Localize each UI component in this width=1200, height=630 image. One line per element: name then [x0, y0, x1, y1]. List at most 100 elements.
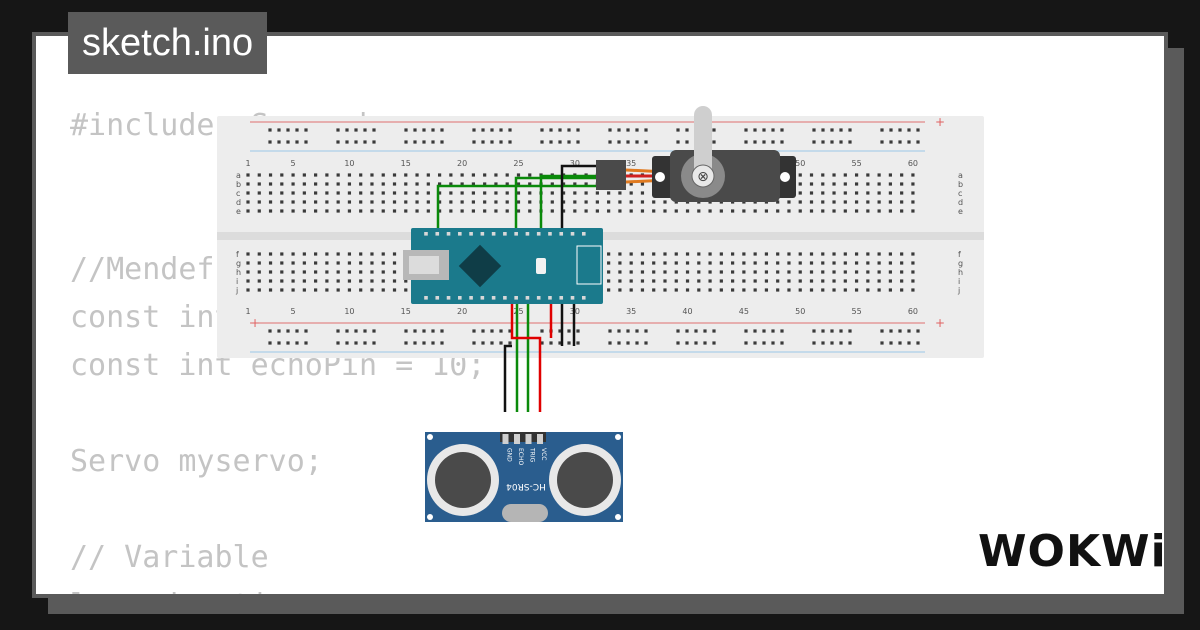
column-number: 15 — [401, 307, 411, 316]
nano-pin[interactable] — [469, 232, 473, 236]
arduino-nano[interactable] — [403, 228, 603, 304]
column-number: 35 — [626, 159, 636, 168]
column-number: 45 — [739, 307, 749, 316]
nano-pin[interactable] — [570, 296, 575, 300]
file-tab[interactable]: sketch.ino — [68, 12, 268, 74]
wokwi-logo: WOKWi — [978, 526, 1167, 577]
column-number: 55 — [851, 159, 861, 168]
sensor-pin[interactable] — [502, 434, 509, 444]
nano-pin[interactable] — [548, 232, 552, 236]
nano-pin[interactable] — [480, 296, 485, 300]
nano-pin[interactable] — [536, 232, 541, 236]
nano-pin[interactable] — [503, 232, 507, 236]
nano-pin[interactable] — [525, 232, 530, 236]
sensor-label: HC-SR04 — [506, 481, 546, 491]
row-label: c — [958, 189, 962, 198]
nano-pin[interactable] — [435, 232, 440, 236]
column-number: 55 — [851, 307, 861, 316]
row-label: f — [958, 250, 961, 259]
column-number: 15 — [401, 159, 411, 168]
row-label: j — [957, 286, 960, 295]
servo-motor[interactable]: ⊗ — [596, 106, 796, 202]
column-number: 20 — [457, 307, 467, 316]
column-number: 5 — [291, 159, 296, 168]
servo-connector — [596, 160, 626, 190]
nano-pin[interactable] — [435, 296, 440, 300]
rail-plus-label: + — [935, 115, 945, 129]
sensor-pin[interactable] — [537, 434, 543, 444]
column-number: 10 — [344, 159, 354, 168]
nano-pin[interactable] — [559, 232, 564, 236]
nano-pin[interactable] — [503, 296, 507, 300]
column-number: 30 — [570, 159, 580, 168]
column-number: 50 — [795, 307, 805, 316]
wire-sensor-vcc — [510, 300, 542, 412]
column-number: 20 — [457, 159, 467, 168]
nano-pin[interactable] — [559, 296, 564, 300]
nano-pin[interactable] — [548, 296, 552, 300]
column-number: 5 — [291, 307, 296, 316]
reset-button[interactable] — [536, 258, 546, 274]
hc-sr04-sensor[interactable]: HC-SR04 VCC TRIG ECHO GND — [425, 432, 623, 522]
row-label: b — [236, 180, 241, 189]
mcu-chip — [458, 244, 502, 288]
wire-green-2 — [514, 176, 598, 236]
nano-pin[interactable] — [570, 232, 575, 236]
row-label: h — [958, 268, 963, 277]
row-label: d — [236, 198, 241, 207]
row-label: c — [236, 189, 240, 198]
servo-screw-icon: ⊗ — [697, 169, 709, 185]
sensor-pin-label: GND — [506, 448, 513, 462]
nano-pin[interactable] — [458, 232, 462, 236]
wire-sensor-gnd — [503, 344, 512, 412]
nano-pin[interactable] — [491, 232, 496, 236]
row-label: g — [236, 259, 241, 268]
nano-pin[interactable] — [514, 232, 518, 236]
column-number: 25 — [513, 307, 523, 316]
row-label: g — [958, 259, 963, 268]
column-number: 10 — [344, 307, 354, 316]
row-label: e — [236, 207, 241, 216]
row-label: b — [958, 180, 963, 189]
nano-pin[interactable] — [469, 296, 473, 300]
nano-pin[interactable] — [480, 232, 485, 236]
sensor-pin-label: TRIG — [529, 447, 536, 463]
nano-pin[interactable] — [446, 232, 451, 236]
nano-pin[interactable] — [458, 296, 462, 300]
nano-pin[interactable] — [525, 296, 530, 300]
row-label: j — [235, 286, 238, 295]
sensor-pin-label: ECHO — [517, 448, 524, 465]
nano-pin[interactable] — [446, 296, 451, 300]
column-number: 40 — [682, 307, 692, 316]
column-number: 1 — [245, 307, 250, 316]
row-label: i — [958, 277, 960, 286]
column-number: 1 — [245, 159, 250, 168]
row-label: d — [958, 198, 963, 207]
nano-pin[interactable] — [491, 296, 496, 300]
rail-plus-label-bottom-right: + — [935, 316, 945, 330]
row-label: h — [236, 268, 241, 277]
wire-green-3 — [539, 174, 598, 236]
column-number: 60 — [908, 159, 918, 168]
column-number: 35 — [626, 307, 636, 316]
column-number: 60 — [908, 307, 918, 316]
nano-pin[interactable] — [514, 296, 518, 300]
row-label: a — [236, 171, 241, 180]
nano-pin[interactable] — [581, 296, 586, 300]
sensor-pin-label: VCC — [540, 448, 547, 460]
row-label: a — [958, 171, 963, 180]
crystal — [502, 504, 548, 522]
nano-pin[interactable] — [581, 232, 586, 236]
nano-pin[interactable] — [424, 296, 428, 300]
row-label: i — [236, 277, 238, 286]
sensor-pin[interactable] — [525, 434, 532, 444]
code-line: // Variable — [70, 540, 269, 575]
servo-horn — [694, 106, 712, 182]
row-label: e — [958, 207, 963, 216]
code-line: Servo myservo; — [70, 444, 323, 479]
sensor-pin[interactable] — [514, 434, 520, 444]
column-number: 50 — [795, 159, 805, 168]
nano-pin[interactable] — [424, 232, 428, 236]
nano-pin[interactable] — [536, 296, 541, 300]
